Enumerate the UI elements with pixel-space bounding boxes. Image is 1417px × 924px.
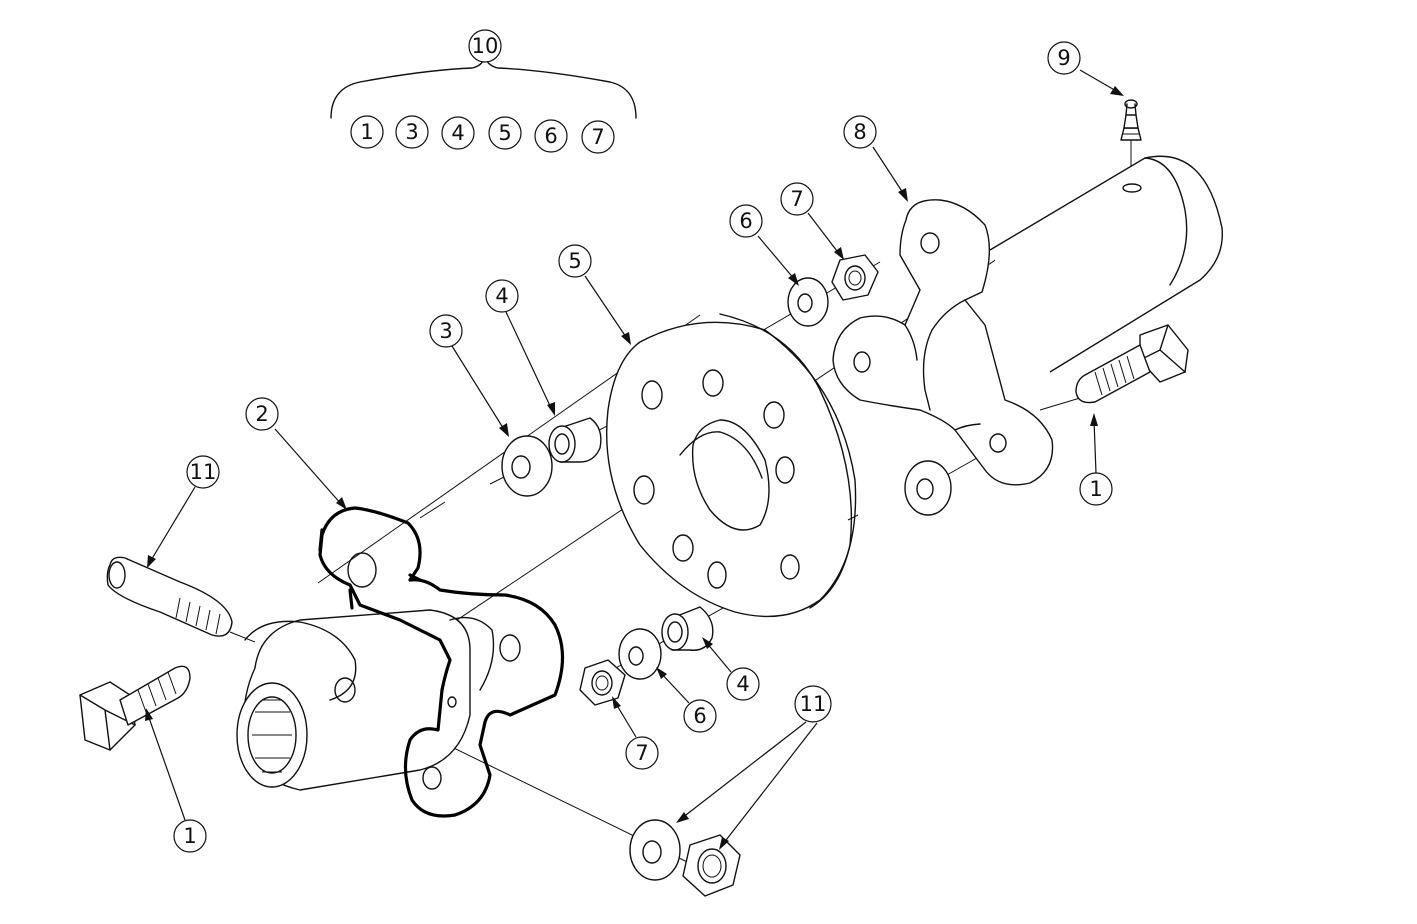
bushing-4-lower [661,606,714,651]
svg-text:7: 7 [790,187,803,211]
svg-text:4: 4 [736,672,749,696]
callout-11-lower: 11 [676,685,832,850]
svg-text:11: 11 [800,692,827,716]
callout-3: 3 [429,314,509,437]
svg-text:1: 1 [360,120,373,144]
bushing-4-upper [548,417,602,463]
kit-item-3: 3 [395,115,429,149]
callout-6-lower: 6 [656,667,717,733]
svg-text:6: 6 [739,209,752,233]
svg-text:8: 8 [853,120,866,144]
kit-item-1: 1 [350,115,384,149]
kit-label: 10 [472,34,499,58]
svg-text:5: 5 [498,121,511,145]
callout-5: 5 [558,244,631,345]
kit-item-6: 6 [534,119,568,153]
bolt-1-left [79,665,191,751]
svg-text:2: 2 [255,402,268,426]
svg-text:11: 11 [190,460,217,484]
svg-text:9: 9 [1057,46,1070,70]
svg-text:6: 6 [693,704,706,728]
svg-text:3: 3 [439,319,452,343]
kit-item-7: 7 [581,120,615,154]
svg-text:7: 7 [635,741,648,765]
callout-4-lower: 4 [702,637,760,701]
callout-9: 9 [1047,41,1124,96]
callout-7-upper: 7 [780,182,844,260]
svg-text:4: 4 [451,121,464,145]
nut-7-upper [831,254,879,301]
washer-3 [501,435,553,497]
callout-11-upper: 11 [147,455,220,568]
grease-fitting [1120,99,1142,141]
kit-item-4: 4 [441,116,475,150]
washer-11-lower [629,819,681,881]
callout-7-lower: 7 [612,696,659,770]
tube-yoke [832,155,1224,486]
svg-text:1: 1 [183,824,196,848]
washer-6-lower [618,628,662,680]
kit-brace [330,56,637,119]
nut-11-lower [682,834,741,897]
center-disc [605,313,859,618]
callout-6-upper: 6 [729,204,799,286]
kit-group: 10 1 3 4 5 6 7 [330,29,637,154]
svg-text:5: 5 [568,249,581,273]
washer-right [904,460,952,516]
svg-text:4: 4 [495,284,508,308]
bolt-11-left [106,556,233,637]
svg-text:7: 7 [591,125,604,149]
slip-yoke [236,506,565,818]
bolt-1-right [1075,324,1189,404]
callout-4-upper: 4 [485,279,555,416]
kit-item-5: 5 [488,116,522,150]
callout-8: 8 [843,115,908,202]
svg-text:6: 6 [544,124,557,148]
nut-7-lower [579,659,626,706]
callout-1-right: 1 [1079,413,1113,506]
svg-text:1: 1 [1089,477,1102,501]
kit-callout: 10 [468,29,502,63]
washer-6-upper [787,277,829,327]
callout-1-left: 1 [145,708,207,853]
svg-text:3: 3 [405,120,418,144]
callout-2: 2 [245,397,347,510]
